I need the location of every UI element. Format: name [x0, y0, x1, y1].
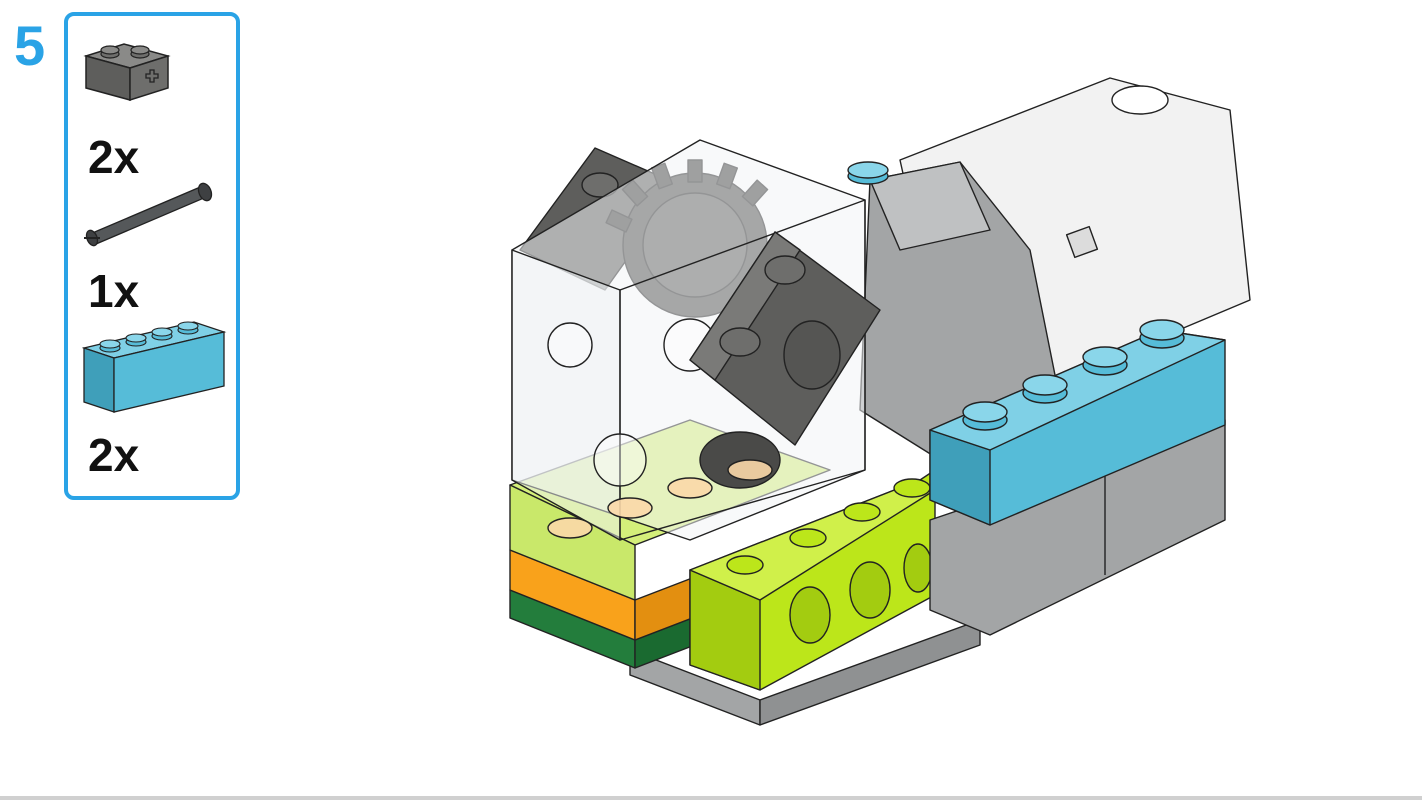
part-quantity: 2x — [88, 429, 140, 481]
step-number: 5 — [14, 14, 46, 77]
part-quantity: 1x — [88, 265, 140, 317]
parts-list-panel: 2x 1x — [64, 12, 240, 500]
dark-gray-axle-pin-icon — [80, 180, 220, 255]
assembly-illustration — [470, 60, 1290, 755]
medium-azure-1x4-brick-icon — [81, 314, 228, 423]
page-divider — [0, 796, 1422, 800]
dark-gray-axle-hole-brick-icon — [82, 38, 172, 109]
part-quantity: 2x — [88, 131, 140, 183]
